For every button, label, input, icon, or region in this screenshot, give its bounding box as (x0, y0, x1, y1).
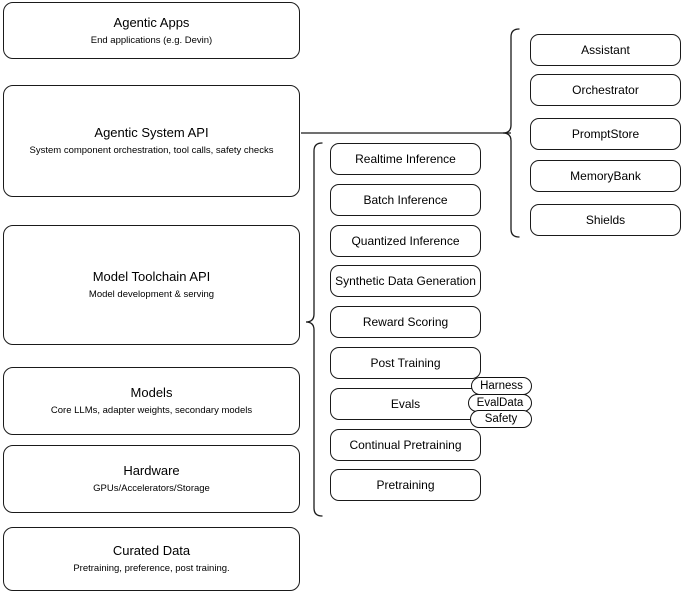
agentic-item-assistant[interactable]: Assistant (530, 34, 681, 66)
agentic-item-promptstore[interactable]: PromptStore (530, 118, 681, 150)
toolchain-item-realtime-inference[interactable]: Realtime Inference (330, 143, 481, 175)
layer-title: Agentic System API (94, 125, 209, 140)
layer-subtitle: Core LLMs, adapter weights, secondary mo… (50, 405, 253, 416)
toolchain-item-evals[interactable]: Evals (330, 388, 481, 420)
toolchain-item-batch-inference[interactable]: Batch Inference (330, 184, 481, 216)
agentic-item-shields[interactable]: Shields (530, 204, 681, 236)
agentic-item-orchestrator[interactable]: Orchestrator (530, 74, 681, 106)
toolchain-item-quantized-inference[interactable]: Quantized Inference (330, 225, 481, 257)
layer-title: Curated Data (112, 543, 191, 558)
layer-box-hardware[interactable]: Hardware GPUs/Accelerators/Storage (3, 445, 300, 513)
toolchain-item-continual-pretraining[interactable]: Continual Pretraining (330, 429, 481, 461)
layer-subtitle: GPUs/Accelerators/Storage (93, 483, 210, 494)
toolchain-item-reward-scoring[interactable]: Reward Scoring (330, 306, 481, 338)
agentic-item-memorybank[interactable]: MemoryBank (530, 160, 681, 192)
toolchain-item-pretraining[interactable]: Pretraining (330, 469, 481, 501)
layer-subtitle: Model development & serving (88, 289, 215, 300)
layer-box-agentic-apps[interactable]: Agentic Apps End applications (e.g. Devi… (3, 2, 300, 59)
layer-title: Models (130, 385, 173, 400)
layer-subtitle: System component orchestration, tool cal… (29, 145, 274, 156)
toolchain-item-post-training[interactable]: Post Training (330, 347, 481, 379)
layer-box-agentic-system-api[interactable]: Agentic System API System component orch… (3, 85, 300, 197)
layer-box-curated-data[interactable]: Curated Data Pretraining, preference, po… (3, 527, 300, 591)
layer-subtitle: Pretraining, preference, post training. (73, 563, 230, 574)
eval-pill-safety[interactable]: Safety (470, 410, 532, 428)
layer-box-model-toolchain-api[interactable]: Model Toolchain API Model development & … (3, 225, 300, 345)
layer-title: Model Toolchain API (92, 269, 211, 284)
layer-subtitle: End applications (e.g. Devin) (90, 34, 213, 46)
toolchain-item-synthetic-data-generation[interactable]: Synthetic Data Generation (330, 265, 481, 297)
eval-pill-harness[interactable]: Harness (471, 377, 532, 395)
layer-title: Hardware (123, 463, 180, 478)
layer-box-models[interactable]: Models Core LLMs, adapter weights, secon… (3, 367, 300, 435)
layer-title: Agentic Apps (113, 14, 190, 30)
